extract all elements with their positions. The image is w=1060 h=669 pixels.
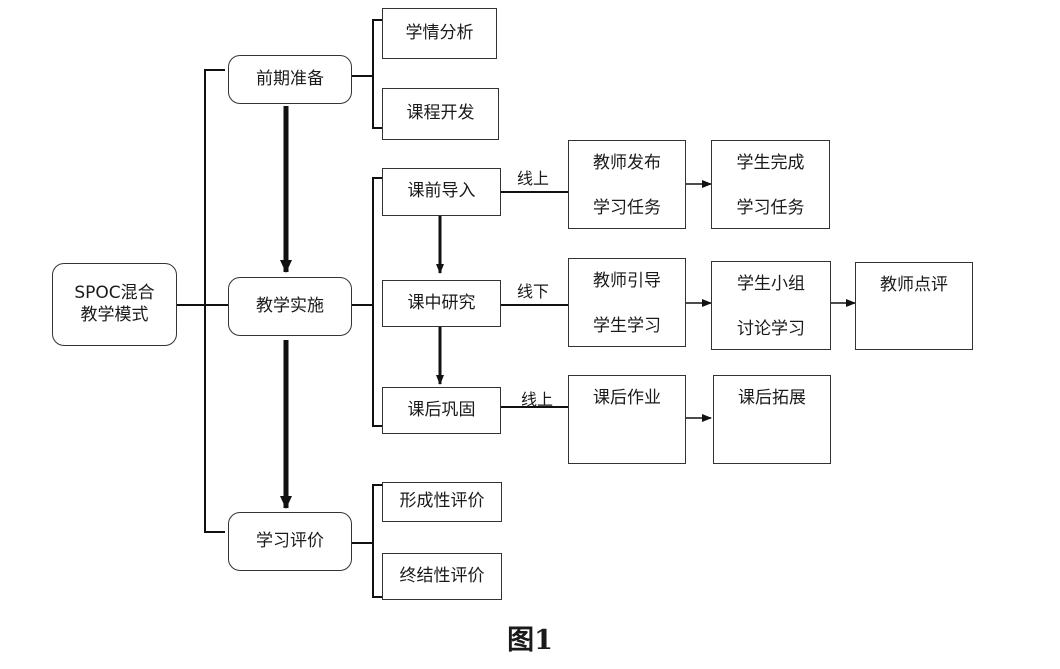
pre-teacher-node: 教师发布 学习任务 xyxy=(568,140,686,229)
mid-student-node: 学生小组 讨论学习 xyxy=(711,261,831,350)
eval-bracket xyxy=(372,484,382,598)
prep-bracket xyxy=(372,19,382,129)
stage-mid: 课中研究 xyxy=(382,280,501,327)
stage-post: 课后巩固 xyxy=(382,387,501,434)
pre-student-line2: 学习任务 xyxy=(736,197,805,218)
mid-review-node: 教师点评 xyxy=(855,262,973,350)
phase-impl: 教学实施 xyxy=(228,277,352,336)
post-extension-node: 课后拓展 xyxy=(713,375,831,464)
eval-item-formative: 形成性评价 xyxy=(382,482,502,522)
mode-label-pre: 线上 xyxy=(517,169,550,188)
root-node: SPOC混合 教学模式 xyxy=(52,263,177,346)
pre-teacher-line2: 学习任务 xyxy=(593,197,661,218)
impl-bracket xyxy=(372,177,382,427)
post-homework-node: 课后作业 xyxy=(568,375,686,464)
prep-item-analysis: 学情分析 xyxy=(382,8,497,59)
phase-eval: 学习评价 xyxy=(228,512,352,571)
stage-pre: 课前导入 xyxy=(382,168,501,216)
pre-student-node: 学生完成 学习任务 xyxy=(711,140,830,229)
pre-student-line1: 学生完成 xyxy=(736,153,805,173)
mode-label-mid: 线下 xyxy=(517,282,550,301)
mid-teacher-line1: 教师引导 xyxy=(593,271,661,291)
prep-item-development: 课程开发 xyxy=(382,88,499,140)
mode-label-post: 线上 xyxy=(521,390,554,409)
phase-bracket xyxy=(204,69,225,533)
mid-teacher-line2: 学生学习 xyxy=(593,315,661,336)
mid-student-line2: 讨论学习 xyxy=(737,318,805,339)
pre-teacher-line1: 教师发布 xyxy=(593,153,661,173)
phase-prep: 前期准备 xyxy=(228,55,352,104)
eval-item-summative: 终结性评价 xyxy=(382,553,502,600)
figure-caption: 图1 xyxy=(507,625,553,656)
mid-student-line1: 学生小组 xyxy=(737,274,805,294)
mid-teacher-node: 教师引导 学生学习 xyxy=(568,258,686,347)
